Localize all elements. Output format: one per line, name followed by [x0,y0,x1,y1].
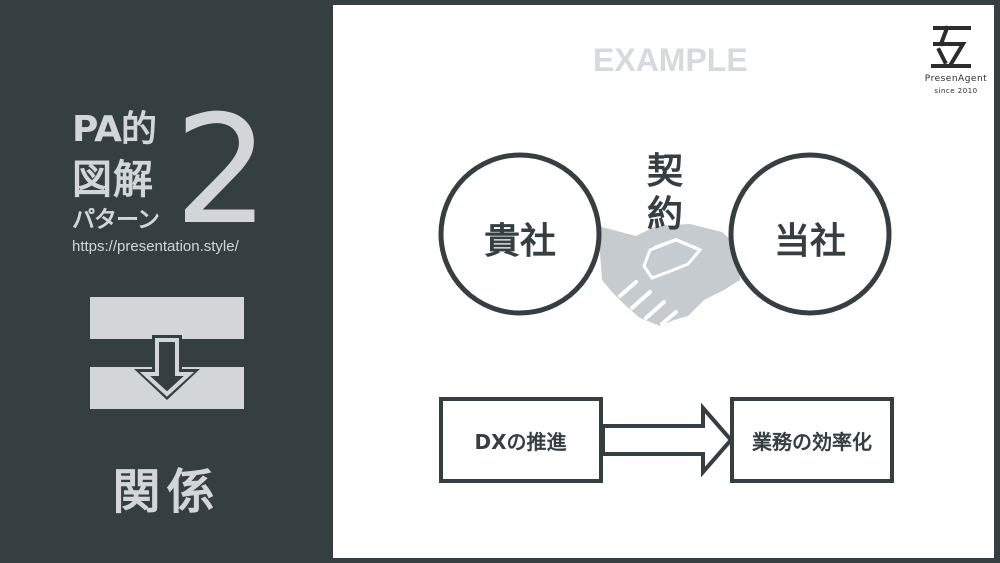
presenagent-logo-icon [931,25,971,68]
left-panel: PA的 図解 パターン 2 https://presentation.style… [0,0,333,563]
brand-since: since 2010 [934,87,978,95]
effect-label: 業務の効率化 [752,430,872,454]
example-label: EXAMPLE [593,42,748,78]
brand-name: PresenAgent [924,74,988,84]
cause-box [439,397,603,483]
right-arrow-icon [601,402,734,478]
left-party-label: 貴社 [483,221,556,262]
cause-label: DXの推進 [474,430,567,454]
pattern-number: 2 [174,84,270,258]
right-party-circle [728,152,892,316]
right-party-label: 当社 [773,221,846,262]
pattern-title-line-2: 図解 [72,157,154,203]
pattern-name: 関係 [112,464,221,520]
contract-label: 契約 [646,151,683,235]
handshake-icon [598,224,740,326]
pattern-title-line-1: PA的 [72,109,157,150]
divided-box-with-down-arrow-icon [90,297,244,409]
pattern-title-line-3: パターン [72,207,160,233]
pattern-url: https://presentation.style/ [72,238,239,255]
effect-box [730,397,894,483]
left-party-circle [438,152,602,316]
